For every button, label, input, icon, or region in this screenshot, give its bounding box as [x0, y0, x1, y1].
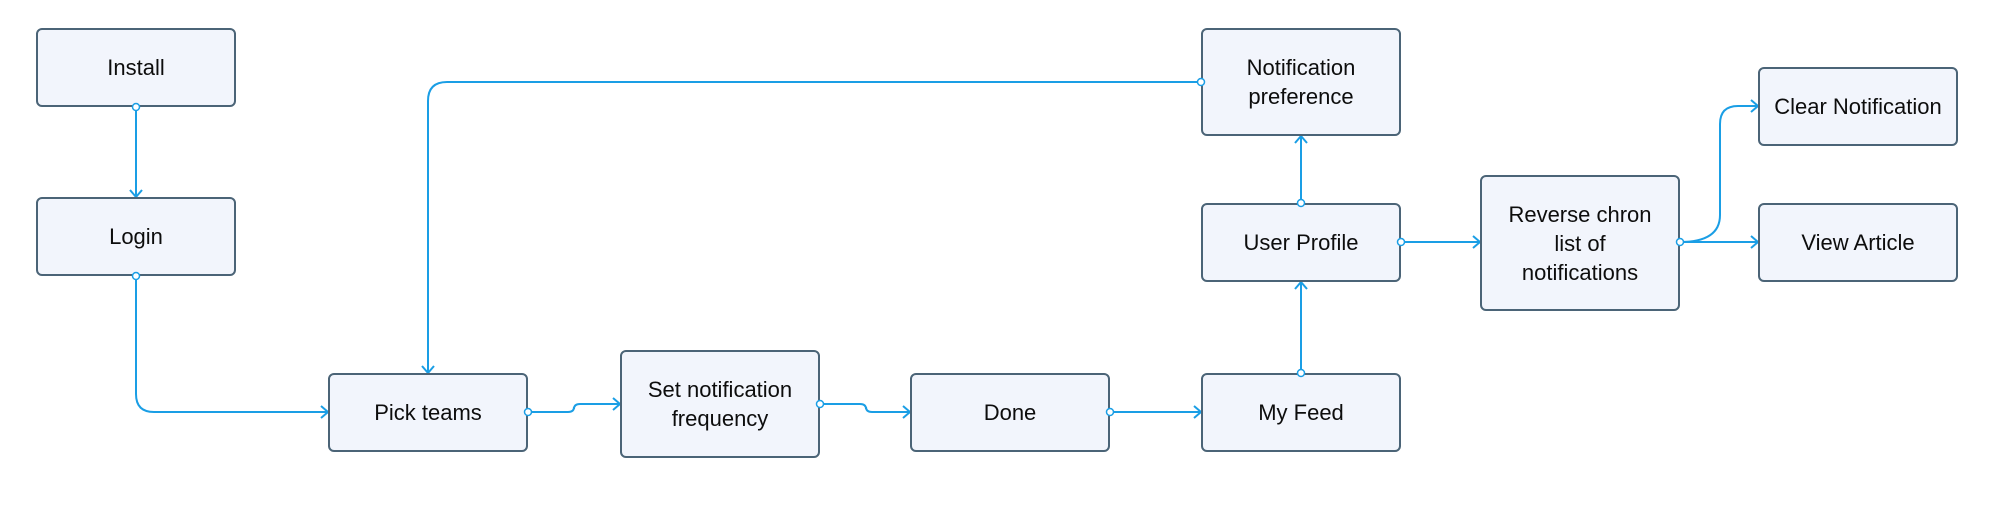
node-done: Done: [910, 373, 1110, 452]
node-done-label: Done: [983, 400, 1037, 425]
port-set-frequency-right: [815, 399, 825, 409]
edge-login-pick-teams: [135, 276, 328, 413]
arrowhead-user-profile: [1294, 280, 1308, 290]
edge-reverse-chron-clear-notification: [1679, 105, 1758, 243]
node-user-profile: User Profile: [1201, 203, 1401, 282]
node-login: Login: [36, 197, 236, 276]
node-notification-preference: Notification preference: [1201, 28, 1401, 136]
port-login-bottom: [131, 271, 141, 281]
port-done-right: [1105, 407, 1115, 417]
node-clear-notification: Clear Notification: [1758, 67, 1958, 146]
node-reverse-chron: Reverse chron list of notifications: [1480, 175, 1680, 311]
port-install-bottom: [131, 102, 141, 112]
node-view-article-label: View Article: [1801, 230, 1915, 255]
edge-notification-preference-pick-teams: [427, 81, 1201, 373]
node-set-frequency-label: Set notification frequency: [647, 377, 793, 431]
node-my-feed: My Feed: [1201, 373, 1401, 452]
node-install-label: Install: [107, 55, 165, 80]
edge-pick-teams-set-frequency: [528, 403, 620, 413]
node-user-profile-label: User Profile: [1243, 230, 1359, 255]
node-login-label: Login: [109, 224, 163, 249]
port-pick-teams-right: [523, 407, 533, 417]
node-clear-notification-label: Clear Notification: [1774, 94, 1942, 119]
node-pick-teams: Pick teams: [328, 373, 528, 452]
node-notification-preference-label: Notification preference: [1246, 55, 1356, 109]
port-my-feed-top: [1296, 368, 1306, 378]
edge-set-frequency-done: [820, 403, 910, 413]
node-my-feed-label: My Feed: [1258, 400, 1344, 425]
node-install: Install: [36, 28, 236, 107]
port-user-profile-right: [1396, 237, 1406, 247]
port-reverse-chron-right: [1675, 237, 1685, 247]
node-view-article: View Article: [1758, 203, 1958, 282]
node-reverse-chron-label: Reverse chron list of notifications: [1508, 201, 1652, 285]
port-notification-preference-left: [1196, 77, 1206, 87]
port-user-profile-top: [1296, 198, 1306, 208]
node-pick-teams-label: Pick teams: [374, 400, 482, 425]
arrowhead-notification-preference: [1294, 134, 1308, 144]
